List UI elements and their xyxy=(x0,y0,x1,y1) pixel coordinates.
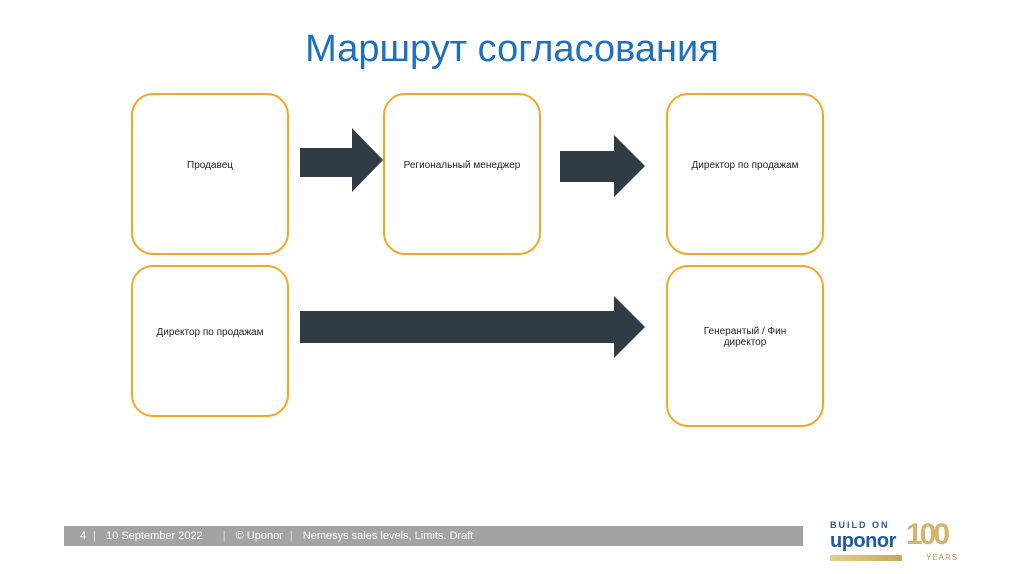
footer-separator: | xyxy=(222,530,226,542)
arrow-seller-to-regional xyxy=(300,128,383,192)
logo-build-on: BUILD ON xyxy=(830,520,890,530)
box-sales-director-2: Директор по продажам xyxy=(131,265,289,417)
box-label: Региональный менеджер xyxy=(403,159,521,171)
footer-copyright: © Uponor xyxy=(235,530,283,542)
box-label: Директор по продажам xyxy=(691,159,799,171)
box-sales-director: Директор по продажам xyxy=(666,93,824,255)
logo-bar xyxy=(830,555,902,561)
box-seller: Продавец xyxy=(131,93,289,255)
page-title: Маршрут согласования xyxy=(305,28,719,70)
page-number: 4 xyxy=(80,530,87,542)
footer-separator: | xyxy=(289,530,293,542)
logo-hundred: 100 xyxy=(906,518,950,551)
footer-separator: | xyxy=(93,530,96,542)
uponor-logo: BUILD ON uponor 100 YEARS xyxy=(830,520,970,566)
box-regional-manager: Региональный менеджер xyxy=(383,93,541,255)
arrow-director-to-gm xyxy=(300,296,645,358)
box-label: Директор по продажам xyxy=(156,326,264,338)
box-label: Генерантый / Фин директор xyxy=(703,326,787,348)
footer-bar: 4 | 10 September 2022 | © Uponor | Nemesys … xyxy=(64,526,803,546)
logo-brand: uponor xyxy=(830,530,896,552)
box-gm-fin-director: Генерантый / Фин директор xyxy=(666,265,824,427)
box-label: Продавец xyxy=(187,159,233,171)
footer-doc-title: Nemesys sales levels, Limits. Draft xyxy=(302,530,474,542)
footer-date: 10 September 2022 xyxy=(106,530,203,542)
logo-years: YEARS xyxy=(926,553,959,562)
arrow-regional-to-director xyxy=(560,135,645,197)
